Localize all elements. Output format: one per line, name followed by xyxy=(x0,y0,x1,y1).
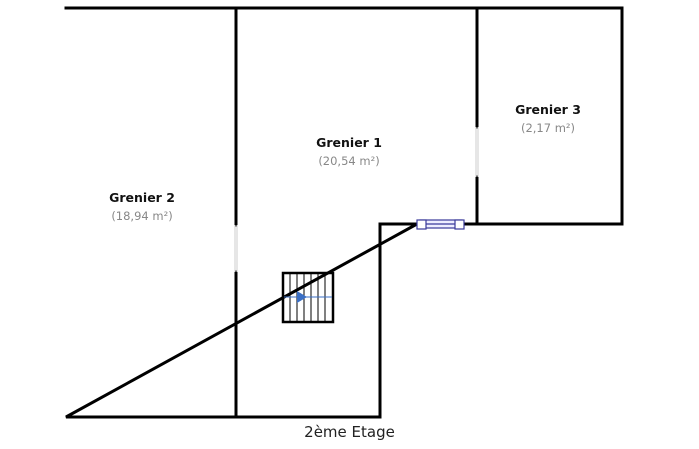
room-grenier-1[interactable]: Grenier 1 (20,54 m²) xyxy=(316,135,382,168)
room-grenier-2[interactable]: Grenier 2 (18,94 m²) xyxy=(109,190,175,223)
staircase xyxy=(281,271,335,324)
room-area: (2,17 m²) xyxy=(520,121,576,135)
window xyxy=(416,219,465,230)
door-openings xyxy=(234,127,479,272)
room-area: (20,54 m²) xyxy=(318,154,380,168)
outer-wall xyxy=(64,6,624,419)
room-area: (18,94 m²) xyxy=(111,209,173,223)
floor-label: 2ème Etage xyxy=(304,423,395,441)
room-name: Grenier 3 xyxy=(515,102,581,117)
room-name: Grenier 1 xyxy=(316,135,382,150)
room-name: Grenier 2 xyxy=(109,190,175,205)
stair-arrow-icon xyxy=(297,291,307,303)
room-grenier-3[interactable]: Grenier 3 (2,17 m²) xyxy=(515,102,581,135)
